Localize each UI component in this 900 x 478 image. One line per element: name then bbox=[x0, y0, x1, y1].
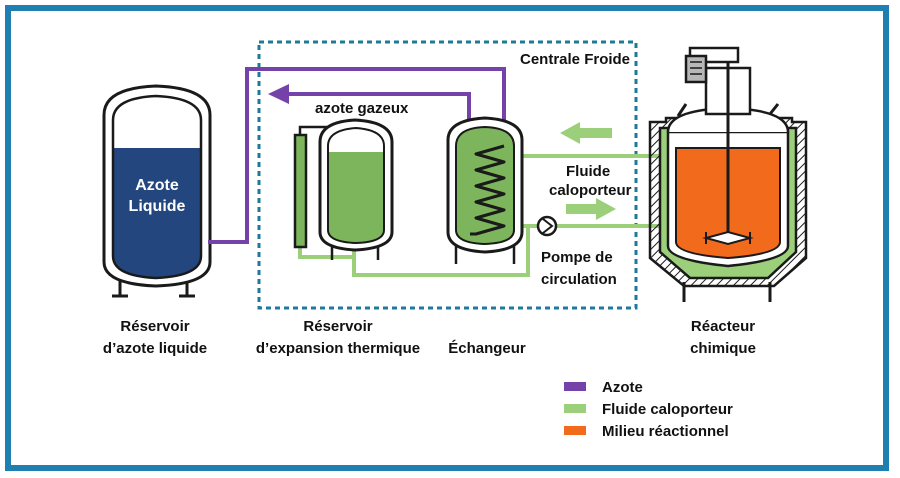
liquid-nitrogen-fill bbox=[113, 148, 201, 278]
fluide-label-2: caloporteur bbox=[549, 182, 632, 199]
reservoir-azote-label-2: d’azote liquide bbox=[103, 340, 207, 357]
reservoir-exp-label-2: d’expansion thermique bbox=[256, 340, 420, 357]
azote-liquide-label-1: Azote bbox=[135, 177, 179, 194]
azote-gazeux-label: azote gazeux bbox=[315, 100, 409, 117]
pompe-label-1: Pompe de bbox=[541, 249, 613, 266]
chemical-reactor bbox=[648, 46, 808, 302]
exchanger-coil bbox=[470, 144, 506, 236]
legend-label-fluide: Fluide caloporteur bbox=[602, 401, 733, 418]
reacteur-label-2: chimique bbox=[690, 340, 756, 357]
reservoir-azote-label-1: Réservoir bbox=[120, 318, 189, 335]
legend-swatch-fluide bbox=[564, 404, 586, 413]
heat-exchanger bbox=[446, 116, 524, 264]
pump bbox=[536, 215, 558, 237]
reservoir-exp-label-1: Réservoir bbox=[303, 318, 372, 335]
legend-swatch-azote bbox=[564, 382, 586, 391]
nitrogen-tank bbox=[102, 84, 212, 298]
expansion-tank bbox=[293, 118, 394, 260]
legend-swatch-milieu bbox=[564, 426, 586, 435]
legend-label-milieu: Milieu réactionnel bbox=[602, 423, 729, 440]
echangeur-label: Échangeur bbox=[448, 340, 526, 357]
legend: Azote Fluide caloporteur Milieu réaction… bbox=[564, 379, 733, 440]
legend-label-azote: Azote bbox=[602, 379, 643, 396]
fluide-label-1: Fluide bbox=[566, 163, 610, 180]
azote-liquide-label-2: Liquide bbox=[129, 198, 186, 215]
centrale-froide-boundary bbox=[257, 40, 638, 310]
exchanger-fill bbox=[455, 125, 515, 246]
supply-flow-arrow bbox=[566, 198, 616, 220]
expansion-tank-fill bbox=[328, 152, 384, 243]
pompe-label-2: circulation bbox=[541, 271, 617, 288]
return-flow-arrow bbox=[560, 122, 612, 144]
fluide-pipes bbox=[298, 154, 665, 277]
motor bbox=[684, 54, 708, 84]
azote-gazeux-arrow bbox=[268, 84, 289, 104]
centrale-froide-label: Centrale Froide bbox=[520, 51, 630, 68]
reacteur-label-1: Réacteur bbox=[691, 318, 755, 335]
azote-pipe bbox=[208, 67, 506, 244]
